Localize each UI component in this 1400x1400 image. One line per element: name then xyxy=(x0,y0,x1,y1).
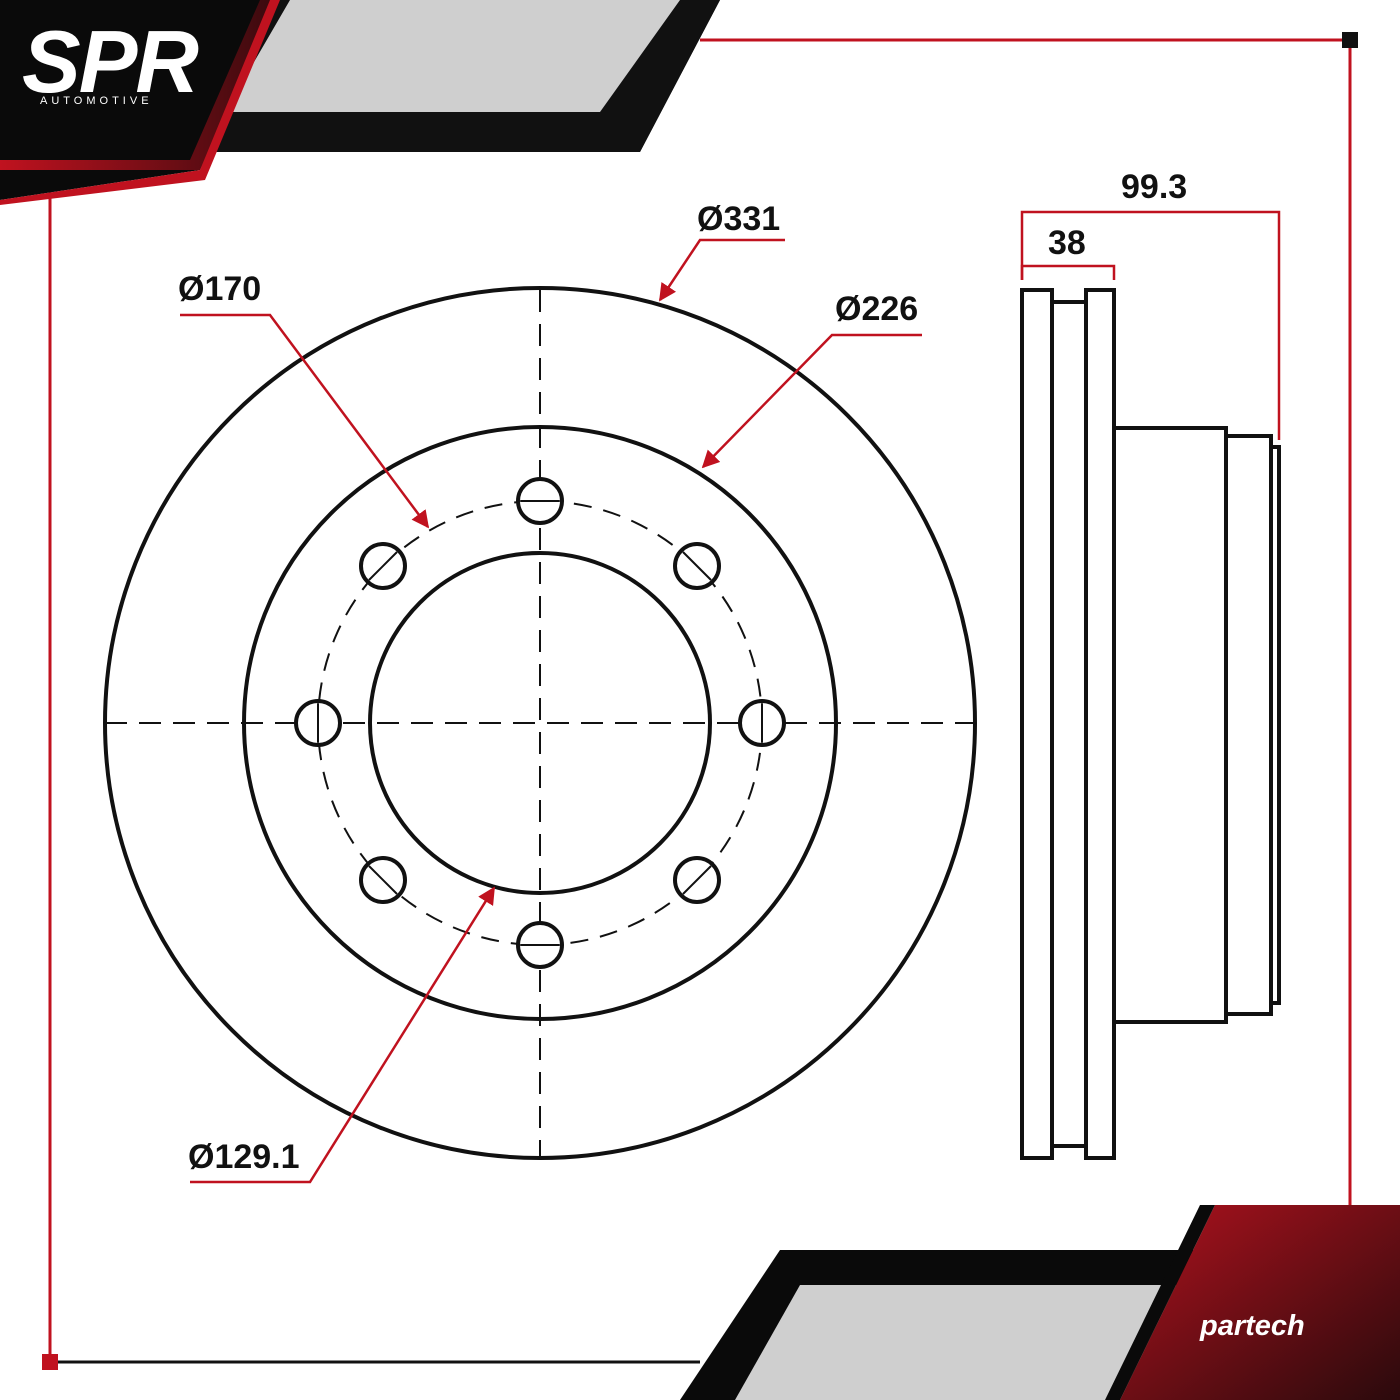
bolt-hole-mark xyxy=(368,865,398,895)
rotor-front-view xyxy=(103,286,977,1160)
thickness-dimension-line xyxy=(1020,264,1116,280)
outer-diameter-label: Ø331 xyxy=(697,200,780,238)
vent-section xyxy=(1050,300,1088,1148)
outer-diameter-leader xyxy=(658,238,785,302)
bolt-circle-leader xyxy=(180,313,430,529)
center-bore-edge xyxy=(368,551,712,895)
frame xyxy=(42,32,1358,1370)
inner-plate xyxy=(1084,288,1116,1160)
top-brand-banner xyxy=(0,0,720,205)
bolt-hole-mark xyxy=(368,551,398,581)
hat-section xyxy=(1112,426,1228,1024)
partner-logo-text: partech xyxy=(1199,1310,1305,1342)
hat-diameter-label: Ø226 xyxy=(835,290,918,328)
spr-logo: SPR AUTOMOTIVE xyxy=(22,12,200,111)
partech-logo: partech xyxy=(1199,1310,1305,1342)
bottom-brand-banner xyxy=(680,1205,1400,1400)
logo-subtitle: AUTOMOTIVE xyxy=(40,95,153,107)
total-height-label: 99.3 xyxy=(1121,168,1187,206)
center-bore-leader xyxy=(190,886,496,1184)
bolt-holes xyxy=(294,477,786,969)
bolt-circle-label: Ø170 xyxy=(178,270,261,308)
bolt-hole-mark xyxy=(682,551,712,581)
outer-edge xyxy=(103,286,977,1160)
center-bore-label: Ø129.1 xyxy=(188,1138,300,1176)
hub-lip xyxy=(1269,445,1281,1005)
thickness-label: 38 xyxy=(1048,224,1086,262)
bolt-hole-mark xyxy=(682,865,712,895)
hub-flange xyxy=(1224,434,1273,1016)
height-dimension-line xyxy=(1020,210,1281,440)
outer-plate xyxy=(1020,288,1054,1160)
logo-text: SPR xyxy=(22,12,198,111)
dimension-leaders xyxy=(180,238,922,1184)
rotor-side-view xyxy=(1020,288,1281,1160)
side-dimensions xyxy=(1020,210,1281,440)
hat-diameter-leader xyxy=(701,333,922,469)
